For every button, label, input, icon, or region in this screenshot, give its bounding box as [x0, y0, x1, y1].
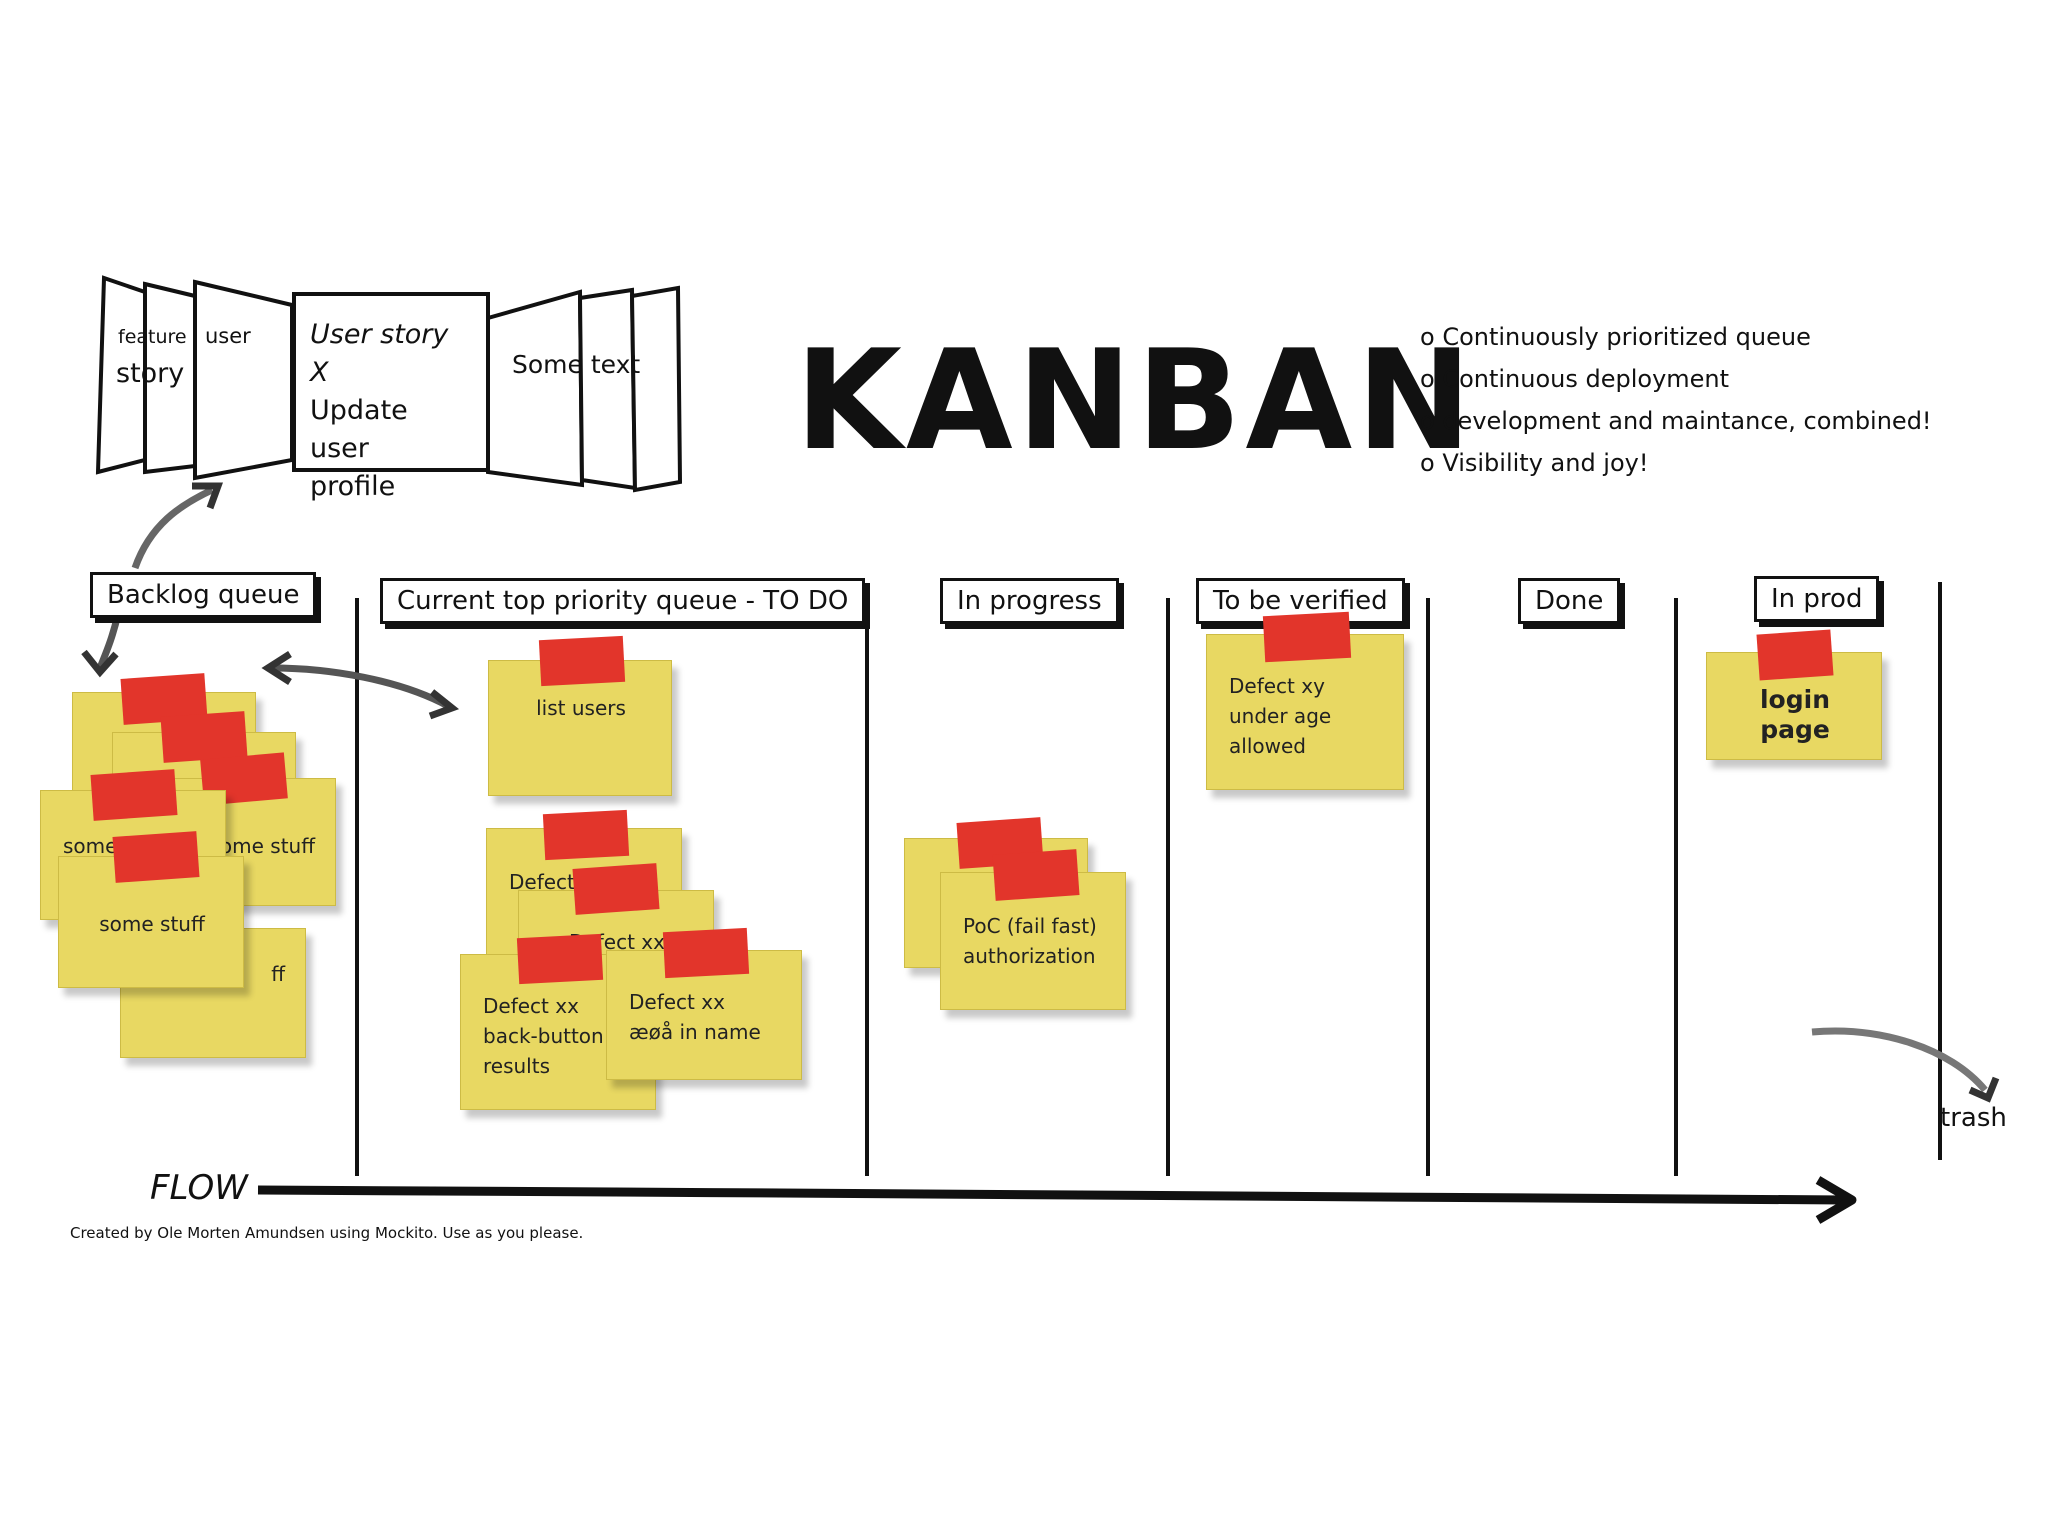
page-title: KANBAN	[795, 320, 1476, 481]
tape-icon	[543, 810, 629, 860]
backlog-up-arrow	[135, 490, 212, 568]
tape-icon	[1263, 612, 1351, 662]
tape-icon	[539, 636, 625, 686]
note-defect-d-line-1: Defect xx	[629, 987, 781, 1017]
note-defect-xy-line-1: Defect xy	[1229, 671, 1383, 701]
column-in-prod: In prod	[1754, 576, 1879, 622]
principle-2: o Continuous deployment	[1420, 358, 1932, 400]
trash-arrow	[1812, 1031, 1985, 1090]
flow-label: FLOW	[150, 1168, 248, 1208]
credit-text: Created by Ole Morten Amundsen using Moc…	[70, 1224, 583, 1242]
story-card-user-label: user	[205, 324, 251, 348]
column-todo: Current top priority queue - TO DO	[380, 578, 865, 624]
note-defect-xy-line-2: under age	[1229, 701, 1383, 731]
tape-icon	[160, 711, 247, 763]
tape-icon	[90, 769, 177, 821]
trash-label: trash	[1940, 1103, 2007, 1133]
note-poc-line-2: authorization	[963, 941, 1105, 971]
tape-icon	[112, 831, 199, 883]
story-card-story-label: story	[116, 358, 184, 389]
column-done: Done	[1518, 578, 1620, 624]
story-card-main: User story X Update user profile	[292, 292, 490, 472]
note-poc-line-1: PoC (fail fast)	[963, 911, 1105, 941]
tape-icon	[1756, 629, 1833, 680]
story-card-some-text: Some text	[512, 350, 640, 379]
column-in-progress: In progress	[940, 578, 1119, 624]
flow-arrow	[258, 1190, 1845, 1200]
story-card-line-1: User story X	[310, 316, 472, 392]
tape-icon	[517, 934, 603, 984]
backlog-note-front-text: some stuff	[99, 912, 205, 936]
story-card-back-right-1	[488, 292, 582, 485]
note-defect-xy-line-3: allowed	[1229, 731, 1383, 761]
backlog-note-bottom-text: ff	[271, 962, 285, 986]
story-card-back-3	[195, 282, 292, 478]
prioritize-arrow	[272, 668, 448, 706]
tape-icon	[572, 863, 659, 915]
principle-4: o Visibility and joy!	[1420, 442, 1932, 484]
story-card-feature-label: feature	[118, 326, 187, 348]
note-list-users-text: list users	[536, 696, 626, 720]
story-card-back-right-3	[632, 288, 680, 490]
column-backlog: Backlog queue	[90, 572, 316, 618]
story-card-line-3: profile	[310, 468, 472, 506]
tape-icon	[663, 928, 749, 978]
story-card-back-right-2	[580, 290, 635, 488]
tape-icon	[992, 849, 1079, 901]
principles-list: o Continuously prioritized queue o Conti…	[1420, 316, 1932, 484]
principle-3: o development and maintance, combined!	[1420, 400, 1932, 442]
principle-1: o Continuously prioritized queue	[1420, 316, 1932, 358]
note-login-page-text: login page	[1760, 685, 1830, 744]
story-card-line-2: Update user	[310, 392, 472, 468]
note-defect-d-line-2: æøå in name	[629, 1017, 781, 1047]
